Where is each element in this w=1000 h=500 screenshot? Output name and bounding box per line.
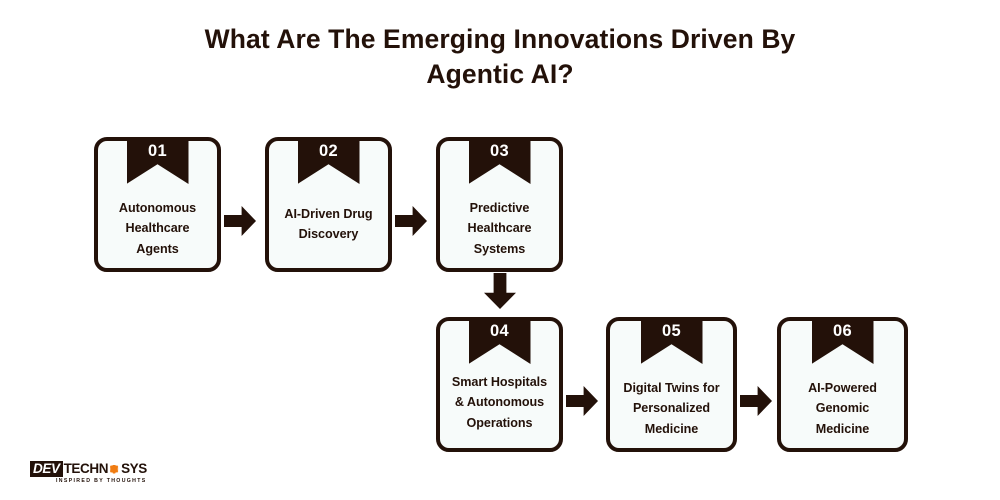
step-ribbon-05: 05: [640, 317, 703, 364]
arrow-step1-to-step2: [224, 206, 256, 236]
logo-techn-text: TECHN: [63, 461, 109, 476]
devtechnosys-logo: DEV TECHN SYS INSPIRED BY THOUGHTS: [30, 461, 147, 484]
gear-icon: [109, 464, 119, 474]
step-label-01: Autonomous Healthcare Agents: [118, 201, 197, 256]
step-ribbon-03: 03: [468, 137, 531, 184]
step-number-02: 02: [319, 142, 338, 160]
logo-wordmark: DEV TECHN SYS: [30, 461, 147, 477]
page-title: What Are The Emerging Innovations Driven…: [204, 24, 796, 90]
step-ribbon-02: 02: [297, 137, 360, 184]
arrow-step5-to-step6: [740, 386, 772, 416]
step-label-06: AI-Powered Genomic Medicine: [808, 381, 877, 436]
step-ribbon-04: 04: [468, 317, 531, 364]
step-number-06: 06: [833, 322, 852, 340]
step-number-03: 03: [490, 142, 509, 160]
step-ribbon-06: 06: [811, 317, 874, 364]
step-label-04: Smart Hospitals & Autonomous Operations: [451, 375, 548, 430]
step-card-04[interactable]: 04 Smart Hospitals & Autonomous Operatio…: [436, 317, 563, 452]
arrow-step4-to-step5: [566, 386, 598, 416]
step-label-05: Digital Twins for Personalized Medicine: [623, 381, 720, 436]
arrow-step3-to-step4: [484, 273, 516, 309]
logo-dev-mark: DEV: [30, 461, 63, 477]
step-card-02[interactable]: 02 AI-Driven Drug Discovery: [265, 137, 392, 272]
step-number-01: 01: [148, 142, 167, 160]
step-card-05[interactable]: 05 Digital Twins for Personalized Medici…: [606, 317, 737, 452]
step-card-06[interactable]: 06 AI-Powered Genomic Medicine: [777, 317, 908, 452]
step-label-03: Predictive Healthcare Systems: [467, 201, 532, 256]
step-label-02: AI-Driven Drug Discovery: [284, 207, 373, 242]
step-ribbon-01: 01: [126, 137, 189, 184]
step-number-05: 05: [662, 322, 681, 340]
step-card-03[interactable]: 03 Predictive Healthcare Systems: [436, 137, 563, 272]
arrow-step2-to-step3: [395, 206, 427, 236]
logo-tagline: INSPIRED BY THOUGHTS: [56, 478, 147, 484]
step-card-01[interactable]: 01 Autonomous Healthcare Agents: [94, 137, 221, 272]
step-number-04: 04: [490, 322, 509, 340]
logo-sys-text: SYS: [121, 461, 147, 476]
